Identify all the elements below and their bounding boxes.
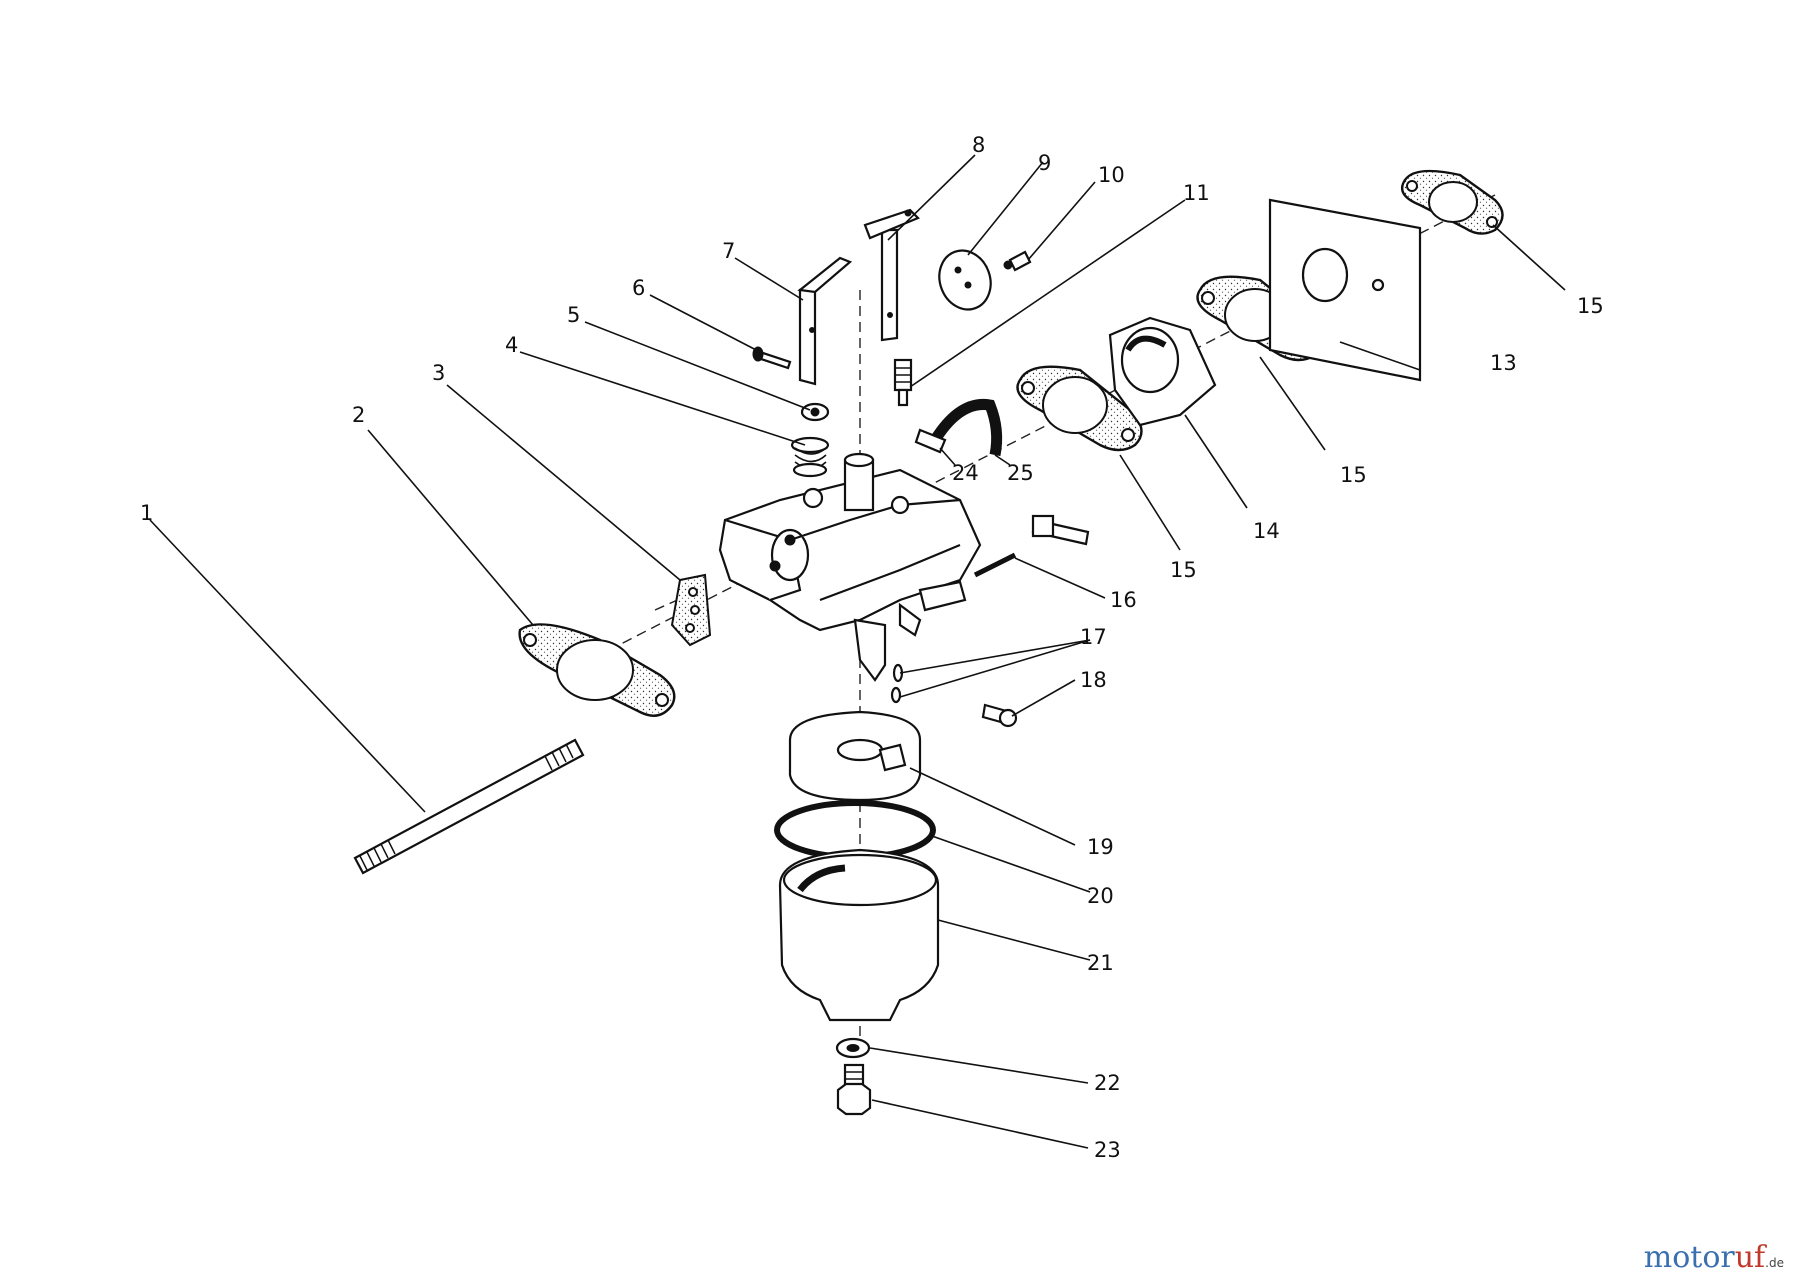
- label-9: 9: [1038, 151, 1051, 175]
- part-shaft-8: [863, 208, 920, 342]
- part-plate-13: [1268, 198, 1422, 382]
- label-18: 18: [1080, 668, 1107, 692]
- label-10: 10: [1098, 163, 1125, 187]
- label-16: 16: [1110, 588, 1137, 612]
- label-24: 24: [952, 461, 979, 485]
- watermark-brand-a: motor: [1643, 1240, 1735, 1275]
- label-5: 5: [567, 303, 580, 327]
- label-6: 6: [632, 276, 645, 300]
- label-1: 1: [140, 501, 153, 525]
- label-3: 3: [432, 361, 445, 385]
- part-screw-6: [752, 346, 792, 370]
- label-2: 2: [352, 403, 365, 427]
- watermark-logo: motoruf.de: [1644, 1240, 1784, 1275]
- leader-lines: [149, 154, 1566, 1149]
- part-carburetor-body: [718, 452, 982, 682]
- part-float-19: [788, 710, 922, 802]
- part-lever-7: [797, 256, 853, 386]
- callout-labels: 1 2 3 4 5 6 7 8 9 10 11 13 14 15 15 15 1…: [140, 133, 1604, 1162]
- part-washer-22: [835, 1037, 871, 1059]
- label-17: 17: [1080, 625, 1107, 649]
- part-spacer-14: [1108, 316, 1217, 427]
- part-pin-16: [973, 552, 1017, 578]
- watermark-suffix: .de: [1765, 1256, 1784, 1270]
- part-bolt-23: [836, 1063, 872, 1116]
- part-hose-25: [930, 398, 1003, 457]
- part-spring-4: [790, 436, 830, 478]
- part-screw-10: [1003, 250, 1032, 272]
- label-13: 13: [1490, 351, 1517, 375]
- label-20: 20: [1087, 884, 1114, 908]
- label-15-mid: 15: [1340, 463, 1367, 487]
- label-23: 23: [1094, 1138, 1121, 1162]
- part-bowl-21: [778, 848, 940, 1022]
- part-screw-right: [1031, 514, 1090, 546]
- part-oring-20: [774, 800, 936, 860]
- label-14: 14: [1253, 519, 1280, 543]
- label-22: 22: [1094, 1071, 1121, 1095]
- label-19: 19: [1087, 835, 1114, 859]
- part-nozzle-17: [890, 663, 904, 704]
- label-15-low: 15: [1170, 558, 1197, 582]
- part-valve-11: [893, 358, 913, 407]
- part-disc-9: [938, 249, 992, 311]
- label-8: 8: [972, 133, 985, 157]
- part-cap-5: [800, 402, 830, 422]
- label-15-top: 15: [1577, 294, 1604, 318]
- part-screw-18: [981, 703, 1018, 728]
- part-fitting-24: [914, 428, 947, 454]
- label-21: 21: [1087, 951, 1114, 975]
- part-stud: [353, 738, 585, 875]
- watermark-brand-b: uf: [1734, 1240, 1766, 1275]
- label-4: 4: [505, 333, 518, 357]
- part-gasket-15c: [1400, 169, 1504, 235]
- label-7: 7: [722, 239, 735, 263]
- label-25: 25: [1007, 461, 1034, 485]
- part-gasket-15a: [1016, 365, 1143, 452]
- part-plate-3: [670, 573, 712, 647]
- label-11: 11: [1183, 181, 1210, 205]
- part-gasket-2: [518, 623, 676, 717]
